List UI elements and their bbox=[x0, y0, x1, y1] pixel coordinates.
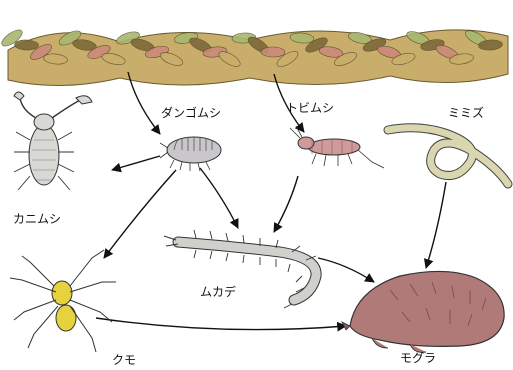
mole-icon bbox=[342, 271, 504, 352]
pseudoscorpion-icon bbox=[14, 92, 92, 190]
leaf-litter-band bbox=[0, 27, 508, 86]
arrow-springtail-to-centipede bbox=[274, 176, 298, 232]
arrow-centipede-to-mole bbox=[318, 258, 374, 282]
label-springtail: トビムシ bbox=[286, 101, 334, 115]
leaf-litter bbox=[8, 30, 508, 86]
arrow-isopod-to-pseudoscorpion bbox=[112, 156, 160, 170]
label-mole: モグラ bbox=[400, 351, 436, 365]
earthworm-icon bbox=[388, 128, 508, 184]
label-earthworm: ミミズ bbox=[448, 105, 484, 120]
label-pseudoscorpion: カニムシ bbox=[13, 212, 61, 226]
arrow-earthworm-to-mole bbox=[426, 182, 446, 268]
arrow-spider-to-mole bbox=[96, 318, 346, 330]
label-isopod: ダンゴムシ bbox=[161, 105, 221, 120]
springtail-icon bbox=[290, 126, 384, 168]
pill-bug-icon bbox=[160, 137, 221, 171]
leaf-litter bbox=[261, 47, 285, 57]
spider-icon bbox=[10, 250, 116, 352]
label-spider: クモ bbox=[112, 353, 136, 367]
arrow-isopod-to-centipede bbox=[200, 168, 238, 228]
centipede-icon bbox=[164, 230, 316, 308]
label-centipede: ムカデ bbox=[200, 284, 236, 299]
arrow-isopod-to-spider bbox=[104, 170, 176, 258]
